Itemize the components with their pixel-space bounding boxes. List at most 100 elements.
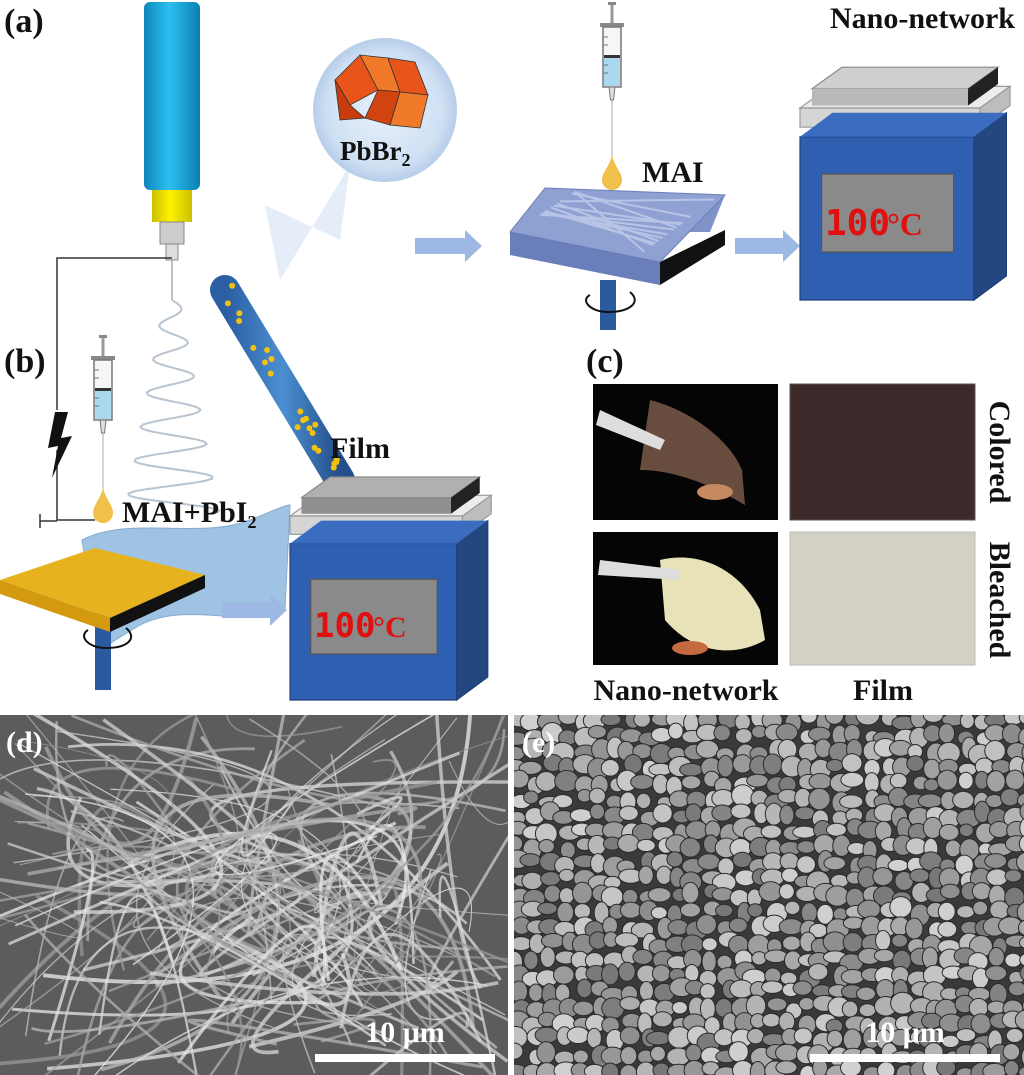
sem-grain [952, 790, 975, 810]
sem-grain [1021, 1048, 1024, 1066]
sem-fiber [0, 777, 226, 869]
sem-grain [840, 771, 865, 788]
electrospinning-nozzle [144, 2, 200, 300]
sem-grain [876, 1061, 896, 1075]
sem-fiber [220, 864, 282, 1075]
high-voltage-circuit [39, 257, 172, 528]
sem-grain [922, 715, 944, 723]
sem-grain [1016, 792, 1024, 808]
sem-grain [1018, 715, 1024, 725]
sem-grain [781, 867, 799, 883]
panel-d-sem-nano-network: (d) 10 μm [0, 715, 508, 1075]
sem-grain [558, 868, 575, 883]
sem-grain [1018, 727, 1024, 747]
sem-fiber [247, 715, 286, 937]
sem-fiber [339, 932, 483, 1043]
sem-grain [775, 1060, 798, 1075]
sem-grain [782, 935, 802, 951]
sem-grain [519, 853, 542, 867]
sem-grain [800, 902, 818, 924]
mai-label: MAI [642, 156, 704, 189]
sem-grain [751, 951, 768, 966]
sem-grain [636, 792, 652, 810]
sem-grain [792, 980, 813, 996]
sem-fiber [0, 798, 243, 1075]
sem-grain [655, 865, 673, 885]
sem-fiber [23, 913, 200, 1075]
sem-grain [514, 1042, 524, 1060]
sem-fiber [226, 955, 508, 1034]
sem-grain [872, 867, 894, 887]
sem-fiber [99, 900, 387, 1047]
process-arrow-3 [222, 594, 287, 626]
sem-fiber [47, 847, 95, 1042]
sem-grain [523, 790, 539, 805]
sem-grain [889, 772, 908, 789]
sem-fiber [14, 832, 278, 966]
sem-grain [534, 1026, 559, 1044]
nanofiber-strand [559, 198, 714, 203]
sem-grain [633, 715, 651, 728]
sem-fiber [71, 715, 506, 806]
sem-grain [619, 996, 641, 1011]
sem-grain [1018, 1066, 1024, 1075]
sem-grain [986, 770, 1006, 793]
sem-fiber [286, 952, 352, 1007]
sem-grain [988, 947, 1005, 967]
sem-grain [855, 715, 881, 726]
sem-grain [681, 881, 700, 904]
column-label-film: Film [853, 674, 913, 707]
pbbr2-label: PbBr2 [340, 136, 411, 170]
sem-grain [1016, 901, 1024, 923]
pbbr2-particle [236, 318, 243, 325]
sem-grain [939, 883, 961, 900]
sem-fiber [315, 965, 508, 1034]
sem-fiber [76, 903, 288, 1075]
sem-fiber [58, 926, 317, 1056]
sem-grain [514, 835, 524, 852]
sem-grain [800, 715, 818, 724]
panel-label-d: (d) [6, 726, 43, 759]
sem-grain [937, 901, 956, 922]
panel-c: (c) Colored Bleached Nano-network Film [586, 343, 1016, 707]
sem-fiber [344, 854, 442, 998]
sem-fiber [151, 793, 334, 999]
sem-grain [514, 769, 530, 789]
sem-grain [808, 963, 829, 981]
sem-grain [535, 771, 558, 792]
sem-fiber [241, 715, 438, 984]
row-label-colored: Colored [983, 401, 1016, 504]
sem-grain [796, 855, 817, 874]
sem-grain [558, 887, 575, 905]
sem-grain [638, 980, 654, 1002]
sem-grain [679, 837, 702, 858]
sem-grain [955, 1028, 977, 1043]
sem-grain [959, 715, 975, 729]
sem-grain [728, 917, 748, 934]
sem-grain [944, 839, 962, 858]
sem-grain [1005, 769, 1024, 791]
sem-grain [696, 914, 717, 935]
sem-grain [909, 868, 930, 883]
panel-label-e: (e) [522, 726, 555, 759]
process-arrow-2 [735, 230, 800, 262]
sem-grain [766, 997, 788, 1012]
nanofiber-strand [571, 192, 692, 218]
sem-grain [984, 965, 1008, 982]
spin-coater [0, 548, 205, 690]
sem-grain [632, 949, 654, 965]
sem-grain [636, 838, 656, 853]
sem-grain [1002, 1043, 1021, 1061]
pbbr2-particle [309, 430, 316, 437]
sem-grain [540, 871, 561, 887]
sem-grain [807, 726, 832, 742]
sem-fiber [448, 760, 508, 825]
sem-grain [618, 961, 636, 982]
sem-grain [1000, 788, 1021, 807]
sem-grain [1014, 1009, 1024, 1031]
sem-grain [958, 823, 974, 838]
sem-fiber [158, 875, 476, 1030]
sem-grain [728, 1041, 749, 1063]
sem-grain [873, 948, 895, 963]
sem-grain [652, 803, 673, 824]
